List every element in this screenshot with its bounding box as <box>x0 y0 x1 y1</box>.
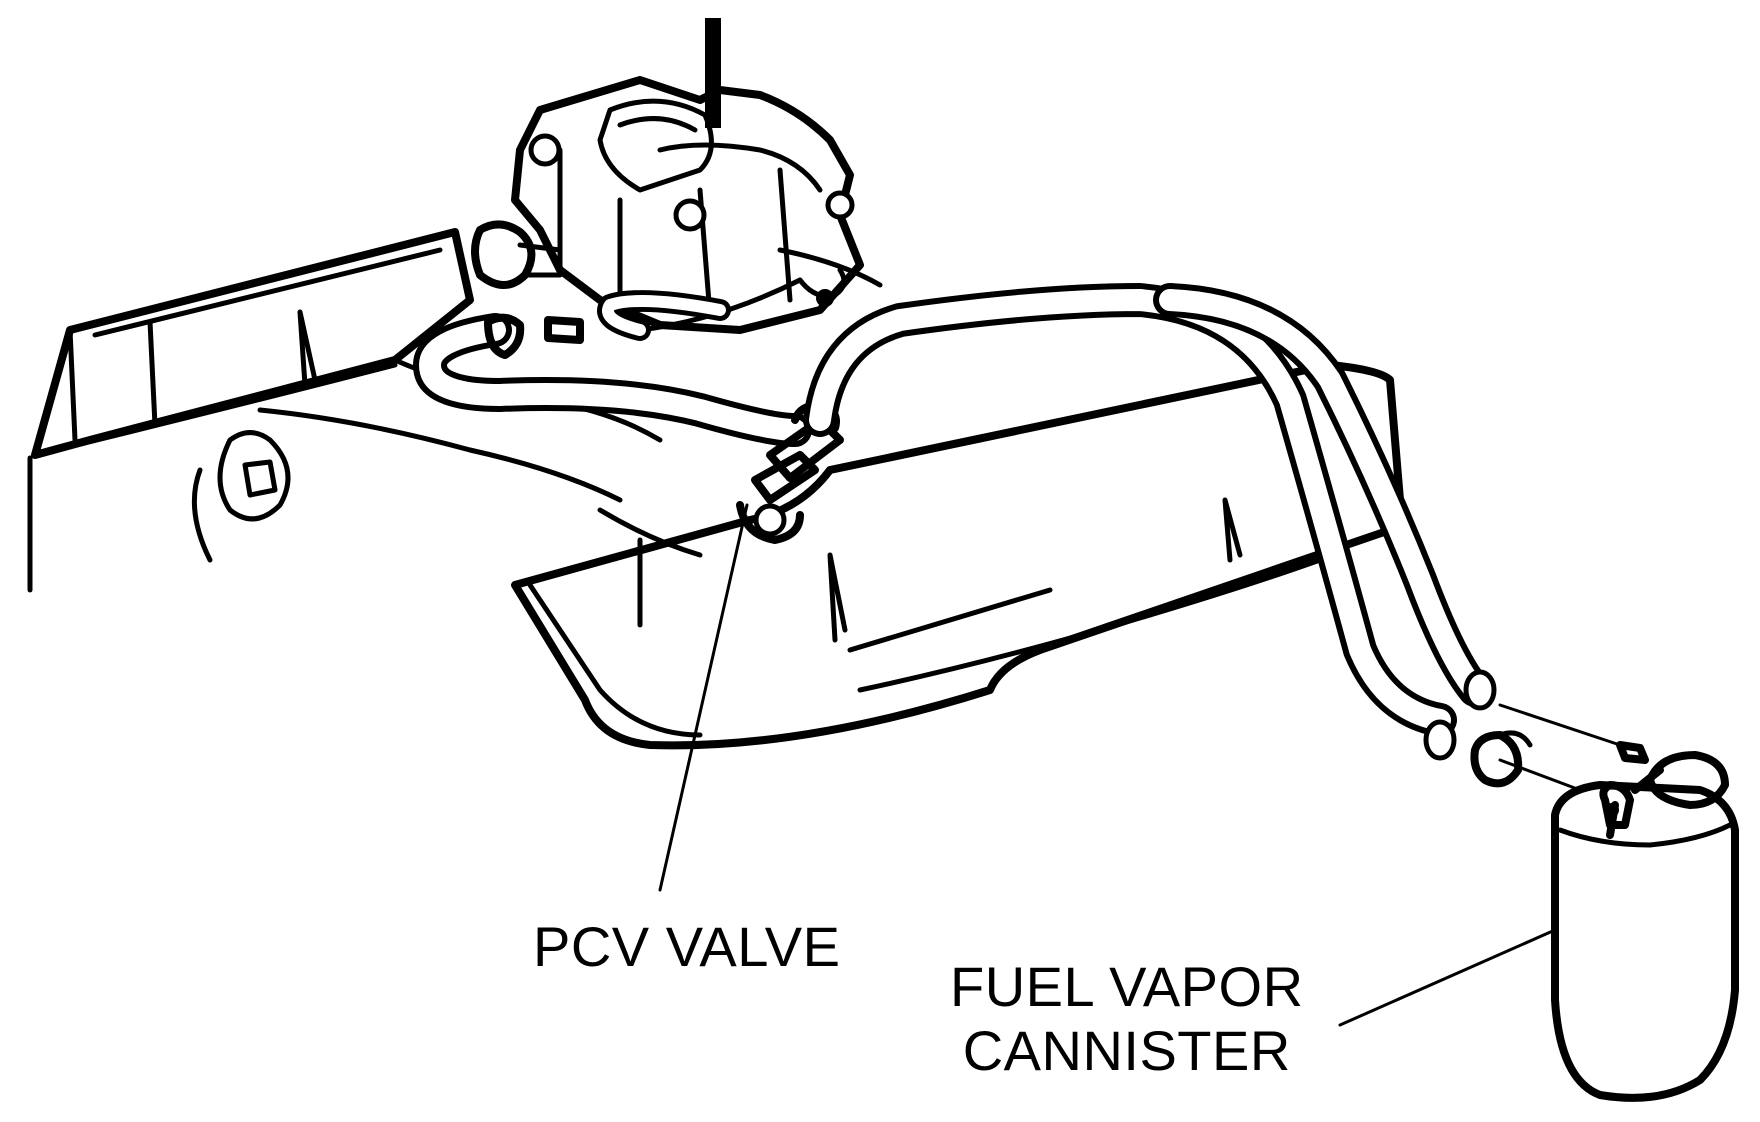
vapor-hoses <box>803 283 1497 761</box>
fuel-vapor-canister-label: FUEL VAPOR CANNISTER <box>950 955 1304 1083</box>
carburetor <box>471 18 864 334</box>
pcv-hose <box>413 313 812 447</box>
hose-clamp <box>1470 703 1649 792</box>
canister-leader <box>1338 928 1557 1027</box>
pcv-valve-leader <box>658 503 749 892</box>
canister-label-line2: CANNISTER <box>962 1019 1291 1082</box>
canister-label-line1: FUEL VAPOR <box>950 955 1304 1018</box>
vacuum-hose-loop <box>597 290 731 341</box>
fuel-vapor-canister <box>1551 751 1739 1102</box>
right-valve-cover <box>511 361 1406 750</box>
pcv-valve-label: PCV VALVE <box>533 915 841 978</box>
